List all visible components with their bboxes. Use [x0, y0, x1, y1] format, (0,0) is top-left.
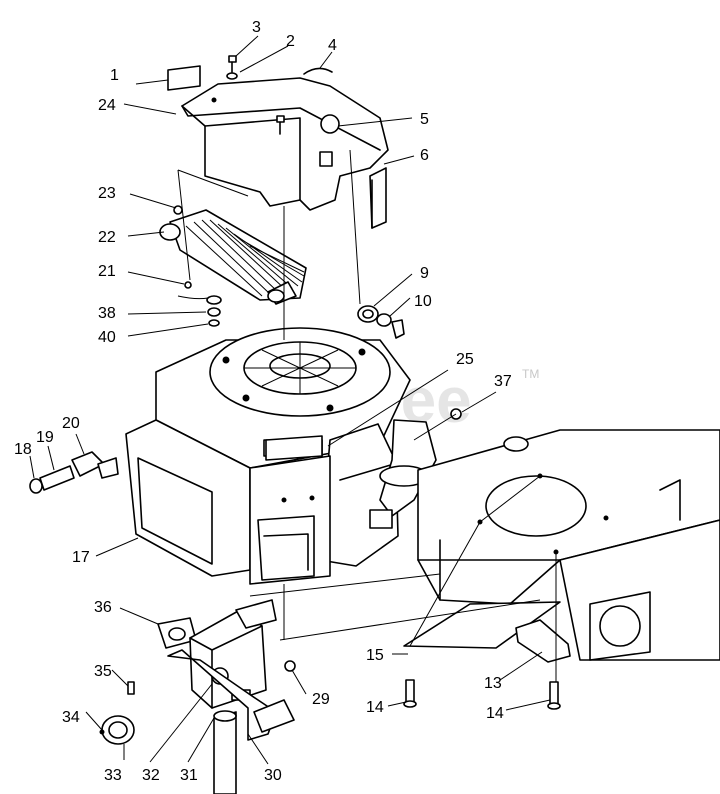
callout-3: 3: [252, 19, 261, 36]
callout-35: 35: [94, 663, 112, 680]
wire-lead: [177, 295, 209, 300]
callout-15: 15: [366, 647, 384, 664]
callout-1: 1: [110, 67, 119, 84]
part-30-exhaust-pipe[interactable]: [167, 649, 295, 794]
part-35-bolt[interactable]: [127, 681, 135, 695]
callout-18: 18: [14, 441, 32, 458]
part-17-engine[interactable]: [125, 327, 411, 585]
part-34-screw[interactable]: [99, 729, 105, 735]
callout-labels: 1 2 3 4 5 6 9 10 13 14 14 15 17 18 19 20…: [14, 19, 512, 784]
part-9-grommet[interactable]: [357, 305, 379, 323]
part-23-screw[interactable]: [173, 205, 183, 215]
part-13-bracket[interactable]: [515, 619, 571, 663]
housing-screw: [276, 115, 285, 135]
part-20-fitting[interactable]: [71, 451, 119, 479]
callout-29: 29: [312, 691, 330, 708]
callout-33: 33: [104, 767, 122, 784]
callout-14-right: 14: [486, 705, 504, 722]
part-21-screw[interactable]: [184, 281, 192, 289]
callout-19: 19: [36, 429, 54, 446]
frame-chassis: [417, 429, 720, 661]
part-24-blower-housing[interactable]: [181, 77, 389, 211]
part-4-seal-strip[interactable]: [303, 67, 333, 75]
part-29-screw[interactable]: [284, 660, 296, 672]
callout-36: 36: [94, 599, 112, 616]
part-15-plate[interactable]: [403, 601, 561, 649]
callout-23: 23: [98, 185, 116, 202]
callout-30: 30: [264, 767, 282, 784]
callout-6: 6: [420, 147, 429, 164]
watermark-tm: TM: [522, 367, 539, 381]
callout-31: 31: [180, 767, 198, 784]
part-1-decal[interactable]: [167, 65, 201, 91]
callout-34: 34: [62, 709, 80, 726]
callout-24: 24: [98, 97, 116, 114]
part-25-label[interactable]: [265, 435, 323, 461]
callout-40: 40: [98, 329, 116, 346]
part-33-cap[interactable]: [101, 715, 135, 745]
callout-20: 20: [62, 415, 80, 432]
part-36-gasket[interactable]: [157, 617, 197, 649]
callout-22: 22: [98, 229, 116, 246]
part-14-bolt-right[interactable]: [547, 681, 561, 710]
part-10-plug[interactable]: [376, 313, 405, 339]
callout-37: 37: [494, 373, 512, 390]
callout-5: 5: [420, 111, 429, 128]
callout-38: 38: [98, 305, 116, 322]
assembly-lines: [177, 149, 557, 682]
part-3-screw[interactable]: [228, 55, 237, 73]
part-19-hose[interactable]: [39, 465, 75, 491]
part-31-heat-shield[interactable]: [235, 599, 277, 629]
callout-9: 9: [420, 265, 429, 282]
callout-4: 4: [328, 37, 337, 54]
callout-2: 2: [286, 33, 295, 50]
part-14-bolt-left[interactable]: [403, 679, 417, 708]
part-6-bracket[interactable]: [369, 167, 387, 229]
callout-14-left: 14: [366, 699, 384, 716]
part-38-nut[interactable]: [206, 295, 222, 317]
callout-32: 32: [142, 767, 160, 784]
callout-21: 21: [98, 263, 116, 280]
part-40-washer[interactable]: [208, 319, 220, 327]
callout-17: 17: [72, 549, 90, 566]
part-2-washer[interactable]: [226, 72, 238, 80]
callout-25: 25: [456, 351, 474, 368]
callout-10: 10: [414, 293, 432, 310]
leader-lines: [29, 35, 551, 765]
part-22-oil-cooler[interactable]: [159, 209, 307, 305]
callout-13: 13: [484, 675, 502, 692]
